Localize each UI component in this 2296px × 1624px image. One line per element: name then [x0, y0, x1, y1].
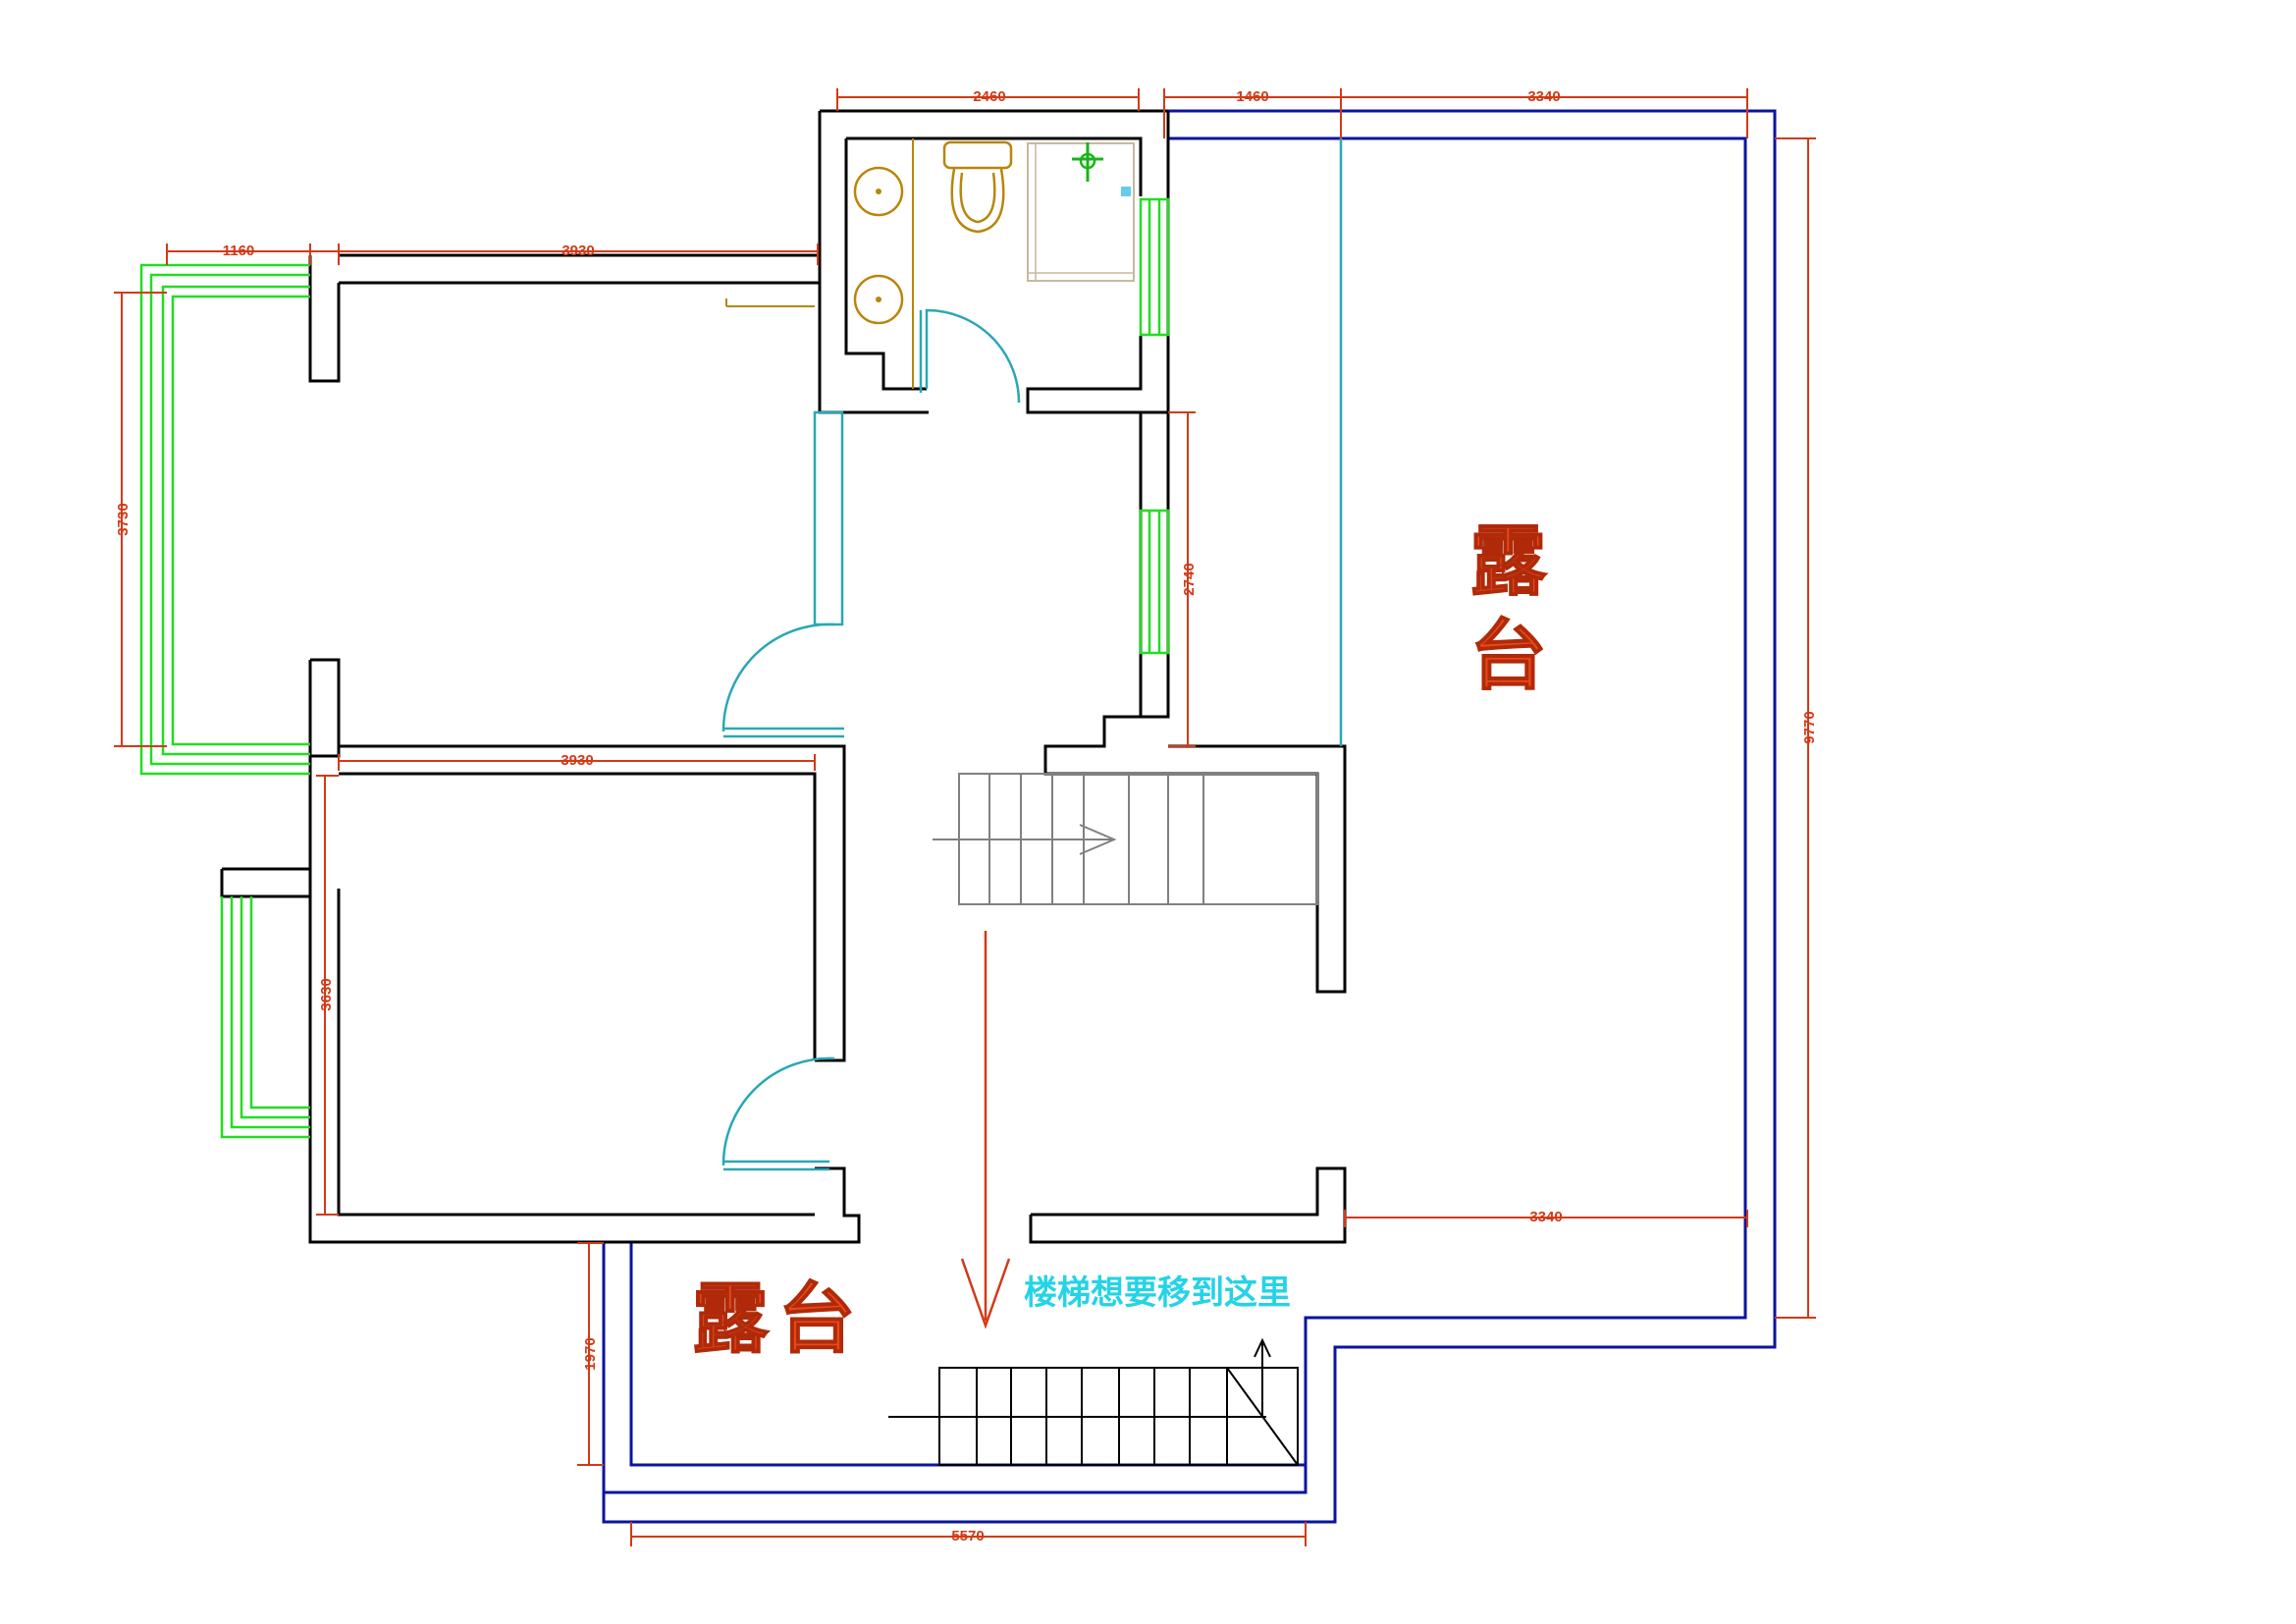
dim-lower-right: 3340: [1529, 1209, 1562, 1225]
dim-right-total: 9770: [1801, 711, 1818, 743]
walls: [220, 109, 1347, 1244]
bathroom-fixtures: [725, 138, 1135, 389]
stair-relocation-note: 楼梯想要移到这里: [1024, 1273, 1291, 1313]
terrace-label-right: 露台: [1458, 520, 1547, 709]
dimension-lines: [114, 88, 1816, 1546]
dim-mid-room-width: 3930: [561, 752, 593, 769]
dim-bottom-width: 5570: [951, 1528, 984, 1544]
stair-existing: [933, 773, 1318, 905]
dim-left-top-b: 3930: [561, 243, 594, 259]
terrace-label-bottom: 露台: [692, 1274, 865, 1364]
dim-top-bathroom: 2460: [973, 88, 1005, 105]
shower-icon: [1072, 142, 1103, 182]
dim-left-top-a: 1160: [223, 243, 255, 259]
doors: [721, 138, 1343, 1171]
stair-new: [888, 1337, 1299, 1466]
dim-top-mid: 1460: [1236, 88, 1268, 105]
windows: [139, 197, 1170, 1139]
dim-bottom-left-side: 1970: [582, 1337, 599, 1370]
relocation-arrow: [960, 931, 1011, 1329]
dim-top-right: 3340: [1527, 88, 1560, 105]
dim-right-corridor: 2740: [1181, 563, 1198, 595]
dim-left-side: 3730: [115, 503, 132, 535]
dim-lower-left-side: 3630: [318, 978, 335, 1010]
